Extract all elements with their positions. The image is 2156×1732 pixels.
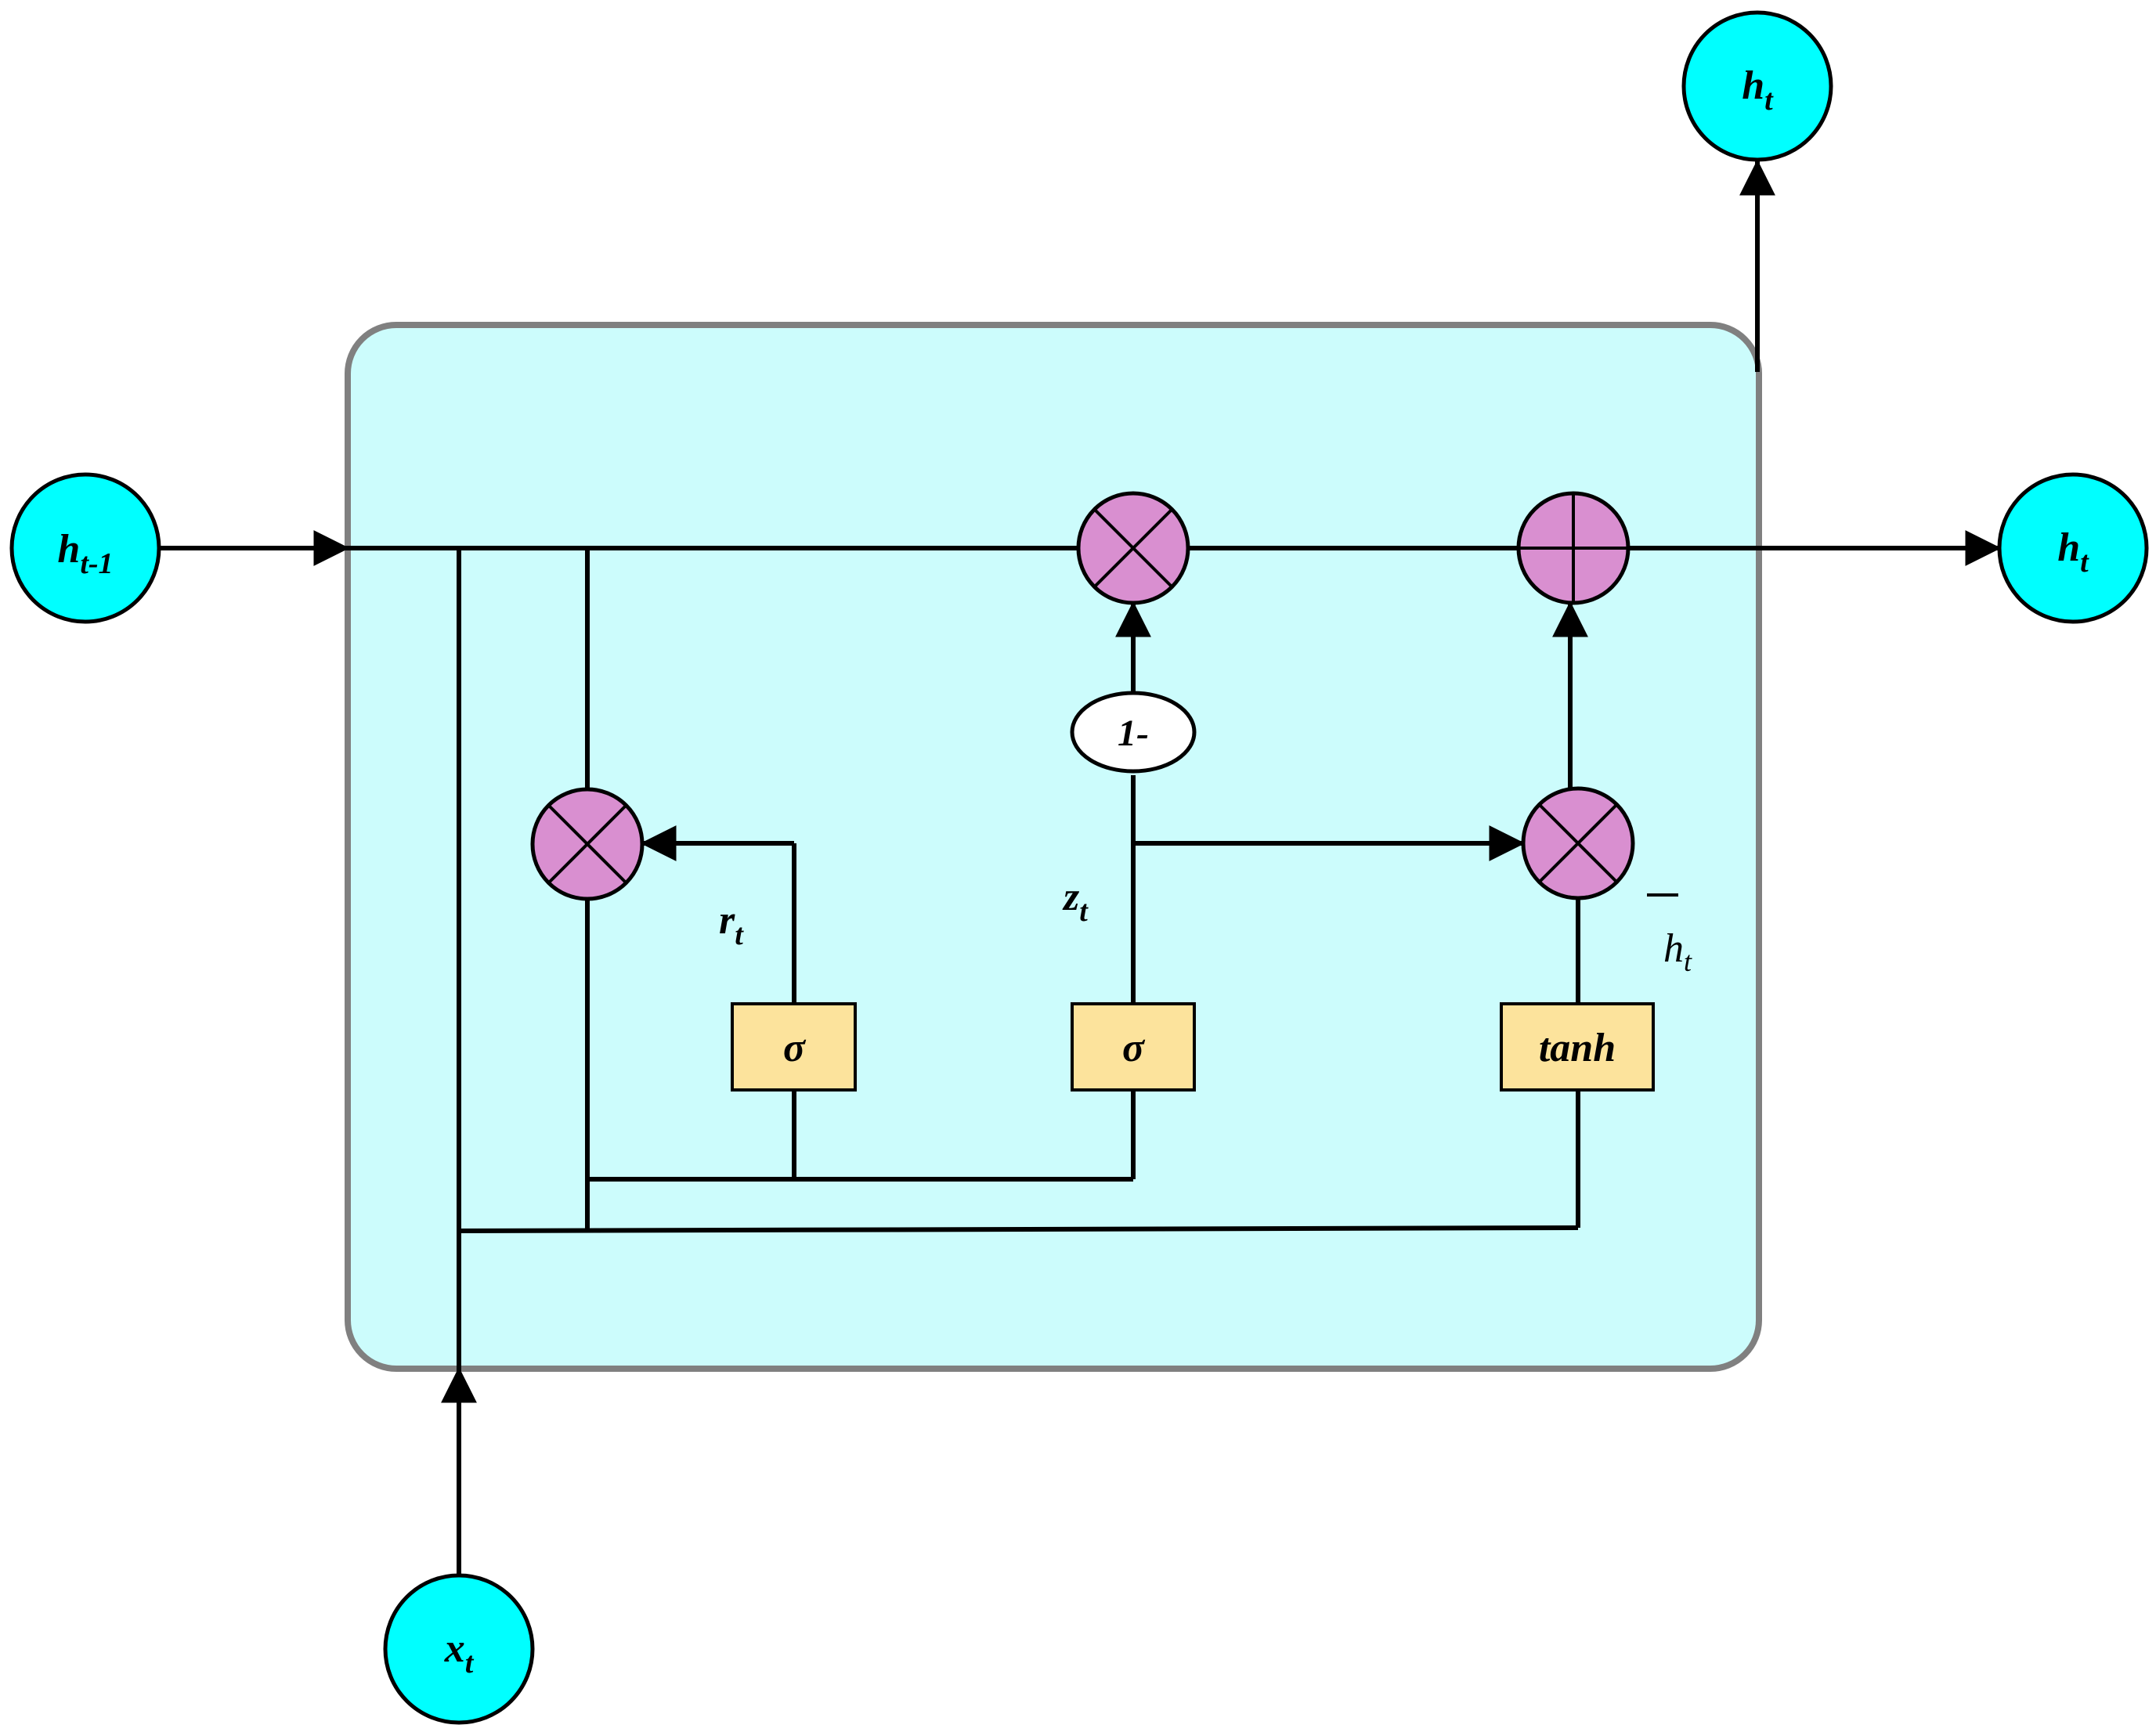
- update-gate-label: σ: [1122, 1026, 1146, 1070]
- candidate-gate-label: tanh: [1539, 1026, 1616, 1070]
- node-h-out-right-label: ht: [2057, 525, 2089, 579]
- node-x-in: xt: [383, 1573, 535, 1725]
- reset-gate-label: σ: [783, 1026, 807, 1070]
- reset-multiply-operator: [530, 787, 645, 901]
- label-h-tilde: ht: [1647, 893, 1692, 977]
- node-x-in-label: xt: [444, 1626, 475, 1680]
- candidate-multiply-operator: [1521, 786, 1635, 900]
- update-gate: σ: [1071, 1002, 1196, 1092]
- gru-cell-box: [345, 322, 1762, 1372]
- label-z-t: zt: [1062, 875, 1089, 928]
- label-r-t: rt: [719, 898, 744, 951]
- node-h-out-top-label: ht: [1742, 63, 1774, 117]
- one-minus-node: 1-: [1070, 691, 1197, 774]
- node-h-out-right: ht: [1997, 472, 2149, 624]
- add-operator: [1516, 491, 1631, 605]
- reset-gate: σ: [731, 1002, 857, 1092]
- wire-bus-tanh: [458, 1225, 1579, 1233]
- node-h-prev: ht-1: [9, 472, 161, 624]
- node-h-prev-label: ht-1: [57, 527, 113, 580]
- candidate-gate: tanh: [1500, 1002, 1655, 1092]
- one-minus-multiply-operator: [1076, 491, 1190, 605]
- one-minus-label: 1-: [1118, 713, 1149, 754]
- node-h-out-top: ht: [1681, 10, 1833, 162]
- h-tilde-text: ht: [1663, 926, 1692, 977]
